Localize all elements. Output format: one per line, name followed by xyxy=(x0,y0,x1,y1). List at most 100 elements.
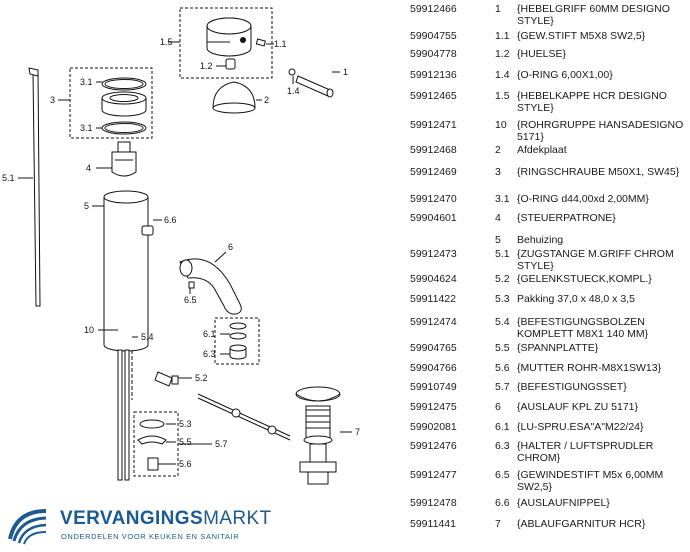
article-number: 59910749 xyxy=(410,381,457,393)
diagram-label-5-3: 5.3 xyxy=(179,419,192,429)
position-number: 3.1 xyxy=(495,193,510,205)
position-number: 6.3 xyxy=(495,440,510,452)
article-number: 59904624 xyxy=(410,273,457,285)
diagram-label-1-1: 1.1 xyxy=(274,39,287,49)
part-description: {HALTER / LUFTSPRUDLER CHROM} xyxy=(517,440,654,464)
diagram-label-5-7: 5.7 xyxy=(215,439,228,449)
article-number: 59912476 xyxy=(410,440,457,452)
part-description: {HEBELKAPPE HCR DESIGNO STYLE} xyxy=(517,90,667,114)
diagram-label-1-5: 1.5 xyxy=(160,37,173,47)
position-number: 10 xyxy=(495,119,507,131)
part-description: {SPANNPLATTE} xyxy=(517,342,599,354)
diagram-label-6-5: 6.5 xyxy=(184,295,197,305)
clamping-plate-part xyxy=(137,435,167,445)
brand-name-part2: MARKT xyxy=(203,508,272,529)
group-box-1-5 xyxy=(179,7,273,79)
grub-screw-part xyxy=(188,281,195,289)
diagram-label-6-1: 6.1 xyxy=(203,329,216,339)
diagram-label-5-2: 5.2 xyxy=(195,373,208,383)
part-description: {O-RING d44,00xd 2,00MM} xyxy=(517,193,649,205)
position-number: 5.2 xyxy=(495,273,510,285)
position-number: 1.4 xyxy=(495,69,510,81)
gasket-part xyxy=(139,419,165,429)
position-number: 5.6 xyxy=(495,362,510,374)
article-number: 59911422 xyxy=(410,293,456,305)
position-number: 2 xyxy=(495,144,501,156)
group-box-6 xyxy=(214,317,260,365)
position-number: 5.7 xyxy=(495,381,510,393)
part-description: Behuizing xyxy=(517,234,564,246)
position-number: 6.5 xyxy=(495,469,510,481)
position-number: 6.1 xyxy=(495,421,510,433)
part-description: {AUSLAUFNIPPEL} xyxy=(517,497,610,509)
brand-name-part1: VERVANGINGS xyxy=(60,508,204,529)
exploded-parts-diagram: 1.5 1.1 1.2 1 1.4 2 3 3.1 3.1 4 5 5.1 6.… xyxy=(2,7,360,485)
diagram-label-5-5: 5.5 xyxy=(179,437,192,447)
position-number: 5.1 xyxy=(495,248,510,260)
position-number: 6 xyxy=(495,401,501,413)
part-description: {HUELSE} xyxy=(517,48,567,60)
article-number: 59904766 xyxy=(410,362,457,374)
part-description: {BEFESTIGUNGSBOLZEN KOMPLETT M8X1 140 MM… xyxy=(517,316,649,340)
brand-tagline: ONDERDELEN VOOR KEUKEN EN SANITAIR xyxy=(61,532,240,541)
diagram-label-5-6: 5.6 xyxy=(179,459,192,469)
diagram-label-6: 6 xyxy=(228,242,233,252)
part-description: Afdekplaat xyxy=(517,144,567,156)
cover-dome-part xyxy=(212,81,256,109)
diagram-label-5: 5 xyxy=(84,201,89,211)
pull-rod-part xyxy=(32,69,41,307)
o-ring-large-top-part xyxy=(101,77,147,91)
brand-logo[interactable]: VERVANGINGSMARKT ONDERDELEN VOOR KEUKEN … xyxy=(6,505,306,547)
article-number: 59912466 xyxy=(410,3,457,15)
part-description: {HEBELGRIFF 60MM DESIGNO STYLE} xyxy=(517,3,670,27)
group-box-3 xyxy=(69,67,153,139)
diagram-label-6-3: 6.3 xyxy=(203,349,216,359)
position-number: 5.3 xyxy=(495,293,510,305)
article-number: 59912468 xyxy=(410,144,457,156)
part-description: {O-RING 6,00X1,00} xyxy=(517,69,613,81)
pipe-nut-part xyxy=(147,457,159,471)
diagram-label-1-4: 1.4 xyxy=(287,86,300,96)
diagram-label-1: 1 xyxy=(343,67,348,77)
part-description: {ABLAUFGARNITUR HCR} xyxy=(517,518,646,530)
diagram-label-5-4: 5.4 xyxy=(141,332,154,342)
sleeve-part xyxy=(225,58,236,70)
diagram-label-4: 4 xyxy=(86,163,91,173)
part-description: Pakking 37,0 x 48,0 x 3,5 xyxy=(517,293,635,305)
part-description: {LU-SPRU.ESA"A"M22/24} xyxy=(517,421,644,433)
brand-name: VERVANGINGSMARKT xyxy=(60,508,272,530)
part-description: {ZUGSTANGE M.GRIFF CHROM STYLE} xyxy=(517,248,674,272)
diagram-label-3-1-bottom: 3.1 xyxy=(80,123,93,133)
article-number: 59912136 xyxy=(410,69,457,81)
article-number: 59912470 xyxy=(410,193,457,205)
diagram-label-5-1: 5.1 xyxy=(2,173,15,183)
logo-swoosh-icon xyxy=(8,509,47,545)
diagram-label-10: 10 xyxy=(84,325,94,335)
cartridge-part xyxy=(111,151,137,177)
diagram-label-2: 2 xyxy=(264,95,269,105)
position-number: 5.4 xyxy=(495,316,510,328)
diagram-label-3: 3 xyxy=(50,95,55,105)
part-description: {ROHRGRUPPE HANSADESIGNO 5171} xyxy=(517,119,684,143)
spout-part xyxy=(179,258,242,315)
article-number: 59912475 xyxy=(410,401,457,413)
spout-nipple-part xyxy=(141,225,154,236)
article-number: 59912471 xyxy=(410,119,457,131)
joint-piece-part xyxy=(154,371,173,387)
part-description: {MUTTER ROHR-M8X1SW13} xyxy=(517,362,662,374)
aerator-part xyxy=(229,322,247,330)
o-ring-small-part xyxy=(288,68,296,76)
article-number: 59912474 xyxy=(410,316,457,328)
position-number: 5 xyxy=(495,234,501,246)
part-description: {STEUERPATRONE} xyxy=(517,212,616,224)
drain-body-part xyxy=(305,405,331,441)
part-description: {GEWINDESTIFT M5x 6,00MM SW2,5} xyxy=(517,469,664,493)
article-number: 59904778 xyxy=(410,48,457,60)
article-number: 59912469 xyxy=(410,166,457,178)
position-number: 7 xyxy=(495,518,501,530)
part-description: {GEW.STIFT M5X8 SW2,5} xyxy=(517,30,646,42)
pipe-group-part xyxy=(117,349,123,481)
diagram-label-6-6: 6.6 xyxy=(164,215,177,225)
position-number: 1.2 xyxy=(495,48,510,60)
article-number: 59904765 xyxy=(410,342,457,354)
